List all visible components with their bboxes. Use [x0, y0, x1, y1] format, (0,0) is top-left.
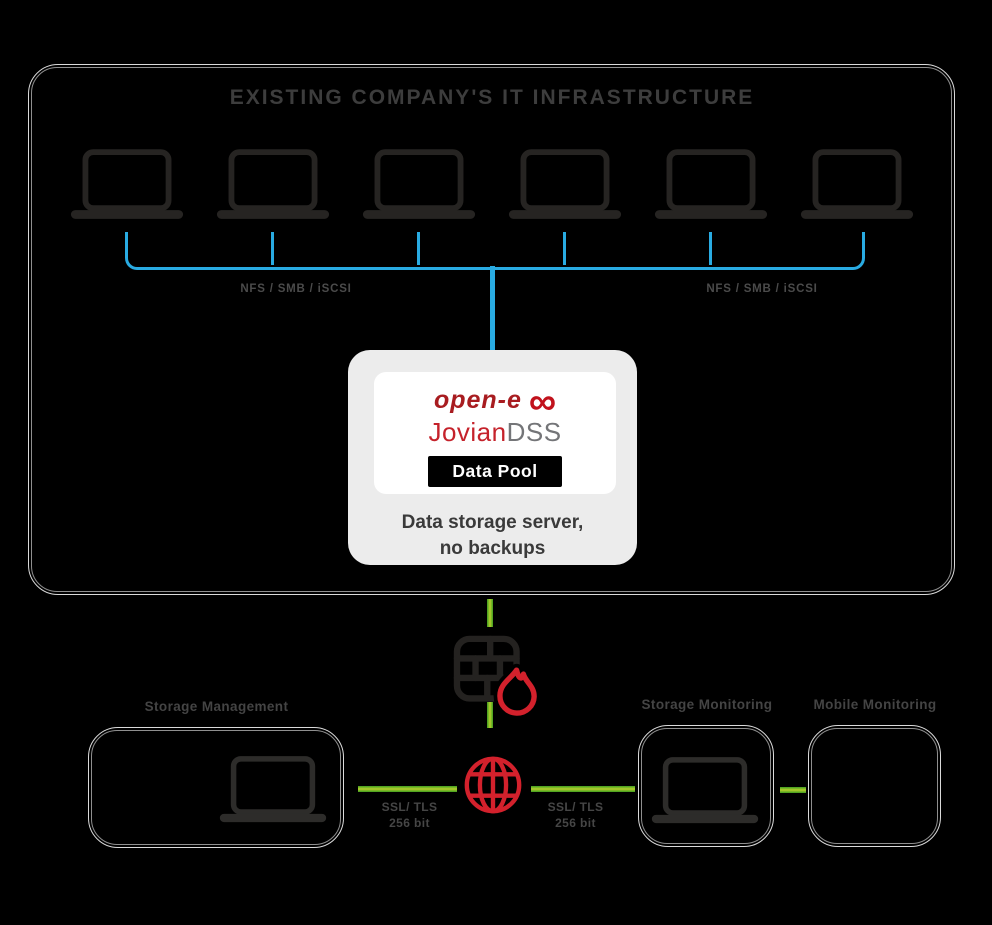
network-branch-line [417, 232, 420, 265]
laptop-icon [799, 149, 915, 221]
mobile-monitoring-label: Mobile Monitoring [813, 697, 937, 712]
server-caption-line2: no backups [439, 538, 546, 560]
laptop-icon [215, 149, 331, 221]
network-branch-line [563, 232, 566, 265]
laptop-icon [218, 756, 328, 824]
flame-icon [493, 663, 541, 718]
server-card: open-e∞ JovianDSS Data Pool Data storage… [348, 350, 637, 565]
server-logo-panel: open-e∞ JovianDSS Data Pool [374, 372, 616, 494]
ssl-right-line2: 256 bit [555, 816, 596, 831]
green-link-line [358, 786, 457, 792]
green-link-line [487, 702, 493, 728]
open-e-logo: open-e∞ [374, 383, 616, 421]
joviandss-logo: JovianDSS [374, 419, 616, 445]
green-link-line [531, 786, 635, 792]
laptop-icon [650, 757, 760, 825]
ssl-label-left: SSL/ TLS 256 bit [352, 799, 467, 831]
storage-monitoring-label: Storage Monitoring [641, 697, 773, 712]
storage-management-box [88, 727, 344, 848]
green-link-line [780, 787, 806, 793]
jovian-wordmark: Jovian [428, 417, 507, 447]
network-bus-line [125, 232, 865, 270]
mobile-monitoring-box [808, 725, 941, 847]
server-caption-line1: Data storage server, [401, 512, 584, 533]
protocol-label-right: NFS / SMB / iSCSI [706, 283, 818, 295]
infinity-icon: ∞ [528, 381, 557, 423]
ssl-left-line2: 256 bit [389, 816, 430, 831]
laptop-icon [653, 149, 769, 221]
infrastructure-box [28, 64, 955, 595]
ssl-left-line1: SSL/ TLS [381, 800, 438, 814]
green-link-line [487, 599, 493, 627]
laptop-icon [361, 149, 477, 221]
laptop-icon [507, 149, 623, 221]
network-branch-line [271, 232, 274, 265]
ssl-right-line1: SSL/ TLS [547, 800, 604, 814]
server-caption: Data storage server, no backups [348, 510, 637, 562]
data-pool-badge: Data Pool [428, 456, 562, 487]
firewall-icon [453, 635, 541, 718]
internet-globe-icon [464, 756, 522, 814]
laptop-icon [69, 149, 185, 221]
network-drop-line [490, 266, 495, 351]
open-e-wordmark: open-e [433, 386, 522, 414]
network-branch-line [709, 232, 712, 265]
infrastructure-title: EXISTING COMPANY'S IT INFRASTRUCTURE [229, 86, 755, 109]
storage-monitoring-box [638, 725, 774, 847]
ssl-label-right: SSL/ TLS 256 bit [518, 799, 633, 831]
dss-wordmark: DSS [506, 417, 562, 447]
storage-management-label: Storage Management [144, 699, 289, 714]
protocol-label-left: NFS / SMB / iSCSI [240, 283, 352, 295]
